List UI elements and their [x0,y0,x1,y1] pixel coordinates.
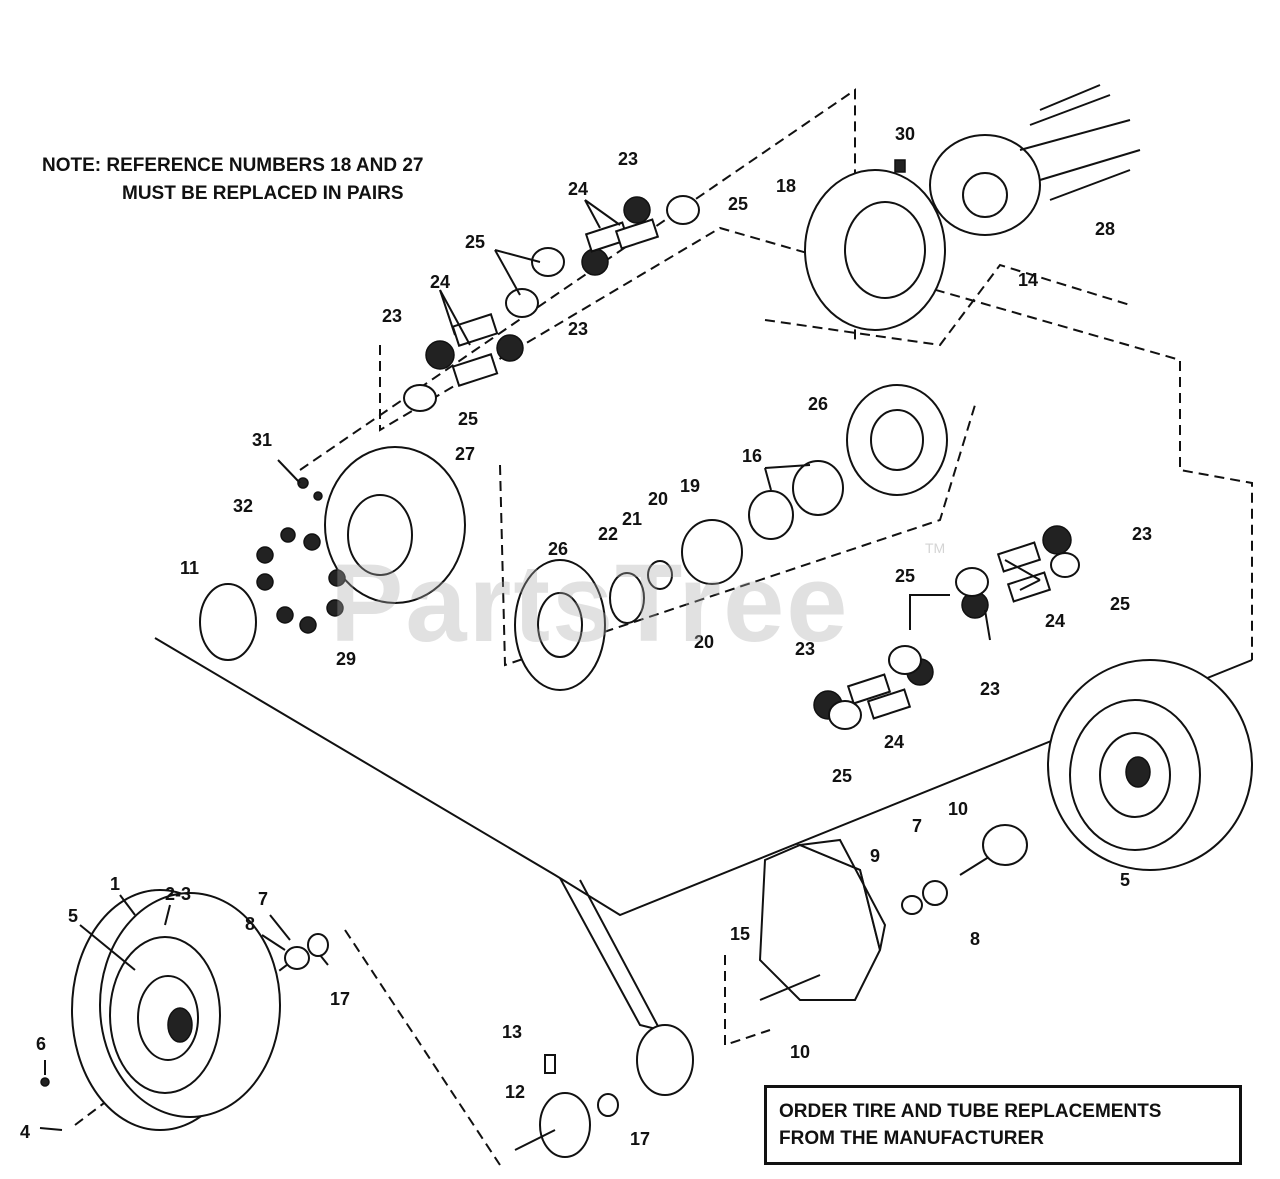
ref-25-e: 25 [1110,594,1130,614]
ref-24-c: 24 [1045,611,1065,631]
gear-19 [681,519,743,585]
ref-13: 13 [502,1022,522,1042]
ref-23-e: 23 [795,639,815,659]
assembly-dashed-box-4 [499,404,976,667]
fitting-13 [544,1054,556,1074]
flange-14 [929,134,1041,236]
ref-5-right: 5 [1120,870,1130,890]
ref-4: 4 [20,1122,30,1142]
spacer-8-right [922,880,948,906]
ref-25-b: 25 [465,232,485,252]
ref-1: 1 [110,874,120,894]
ref-23-d: 23 [1132,524,1152,544]
transmission-housing [758,838,887,1001]
washer-22 [609,572,645,624]
washer-16a [748,490,794,540]
ref-25-d: 25 [895,566,915,586]
ref-24-d: 24 [884,732,904,752]
ref-14: 14 [1018,270,1038,290]
replacement-note: NOTE: REFERENCE NUMBERS 18 AND 27 MUST B… [42,152,423,208]
washer-26-right [846,384,948,496]
ref-20-bottom: 20 [694,632,714,652]
wheel-right [1047,659,1253,871]
ref-10-right: 10 [948,799,968,819]
order-line-2: FROM THE MANUFACTURER [779,1128,1044,1149]
order-notice-box: ORDER TIRE AND TUBE REPLACEMENTS FROM TH… [764,1085,1242,1165]
note-line-2: MUST BE REPLACED IN PAIRS [122,183,404,204]
washer-26-left [514,559,606,691]
assembly-dashed-box [299,88,856,471]
ref-26-left: 26 [548,539,568,559]
spacer-17-center [597,1093,619,1117]
note-line-1: NOTE: REFERENCE NUMBERS 18 AND 27 [42,155,424,176]
ref-27: 27 [455,444,475,464]
ref-11: 11 [180,558,199,578]
dashed-15 [724,955,771,1047]
ref-5-left: 5 [68,906,78,926]
dashed-shaft [344,929,501,1166]
pin-4 [39,1127,63,1131]
bolts-28 [1019,84,1141,201]
ref-25-c: 25 [458,409,478,429]
nuts-29 [256,477,346,634]
ref-29: 29 [336,649,356,669]
pinion-gears-upper [403,195,700,412]
hub-plate-18 [804,169,946,331]
trademark-mark: TM [925,540,946,556]
assembly-dashed-box-3 [764,263,1131,347]
watermark: PartsTree [330,542,850,665]
ref-12: 12 [505,1082,525,1102]
ref-2-3: 2-3 [165,884,191,904]
ref-26-right: 26 [808,394,828,414]
washer-9 [901,895,923,915]
ref-9: 9 [870,846,880,866]
ref-18: 18 [776,176,796,196]
ref-15: 15 [730,924,750,944]
washer-16b [792,460,844,516]
ref-23-b: 23 [382,306,402,326]
ref-22: 22 [598,524,618,544]
pinion-gears-lower [813,525,1080,730]
ref-23-c: 23 [568,319,588,339]
ref-25-a: 25 [728,194,748,214]
ref-24-b: 24 [430,272,450,292]
ref-32: 32 [233,496,253,516]
spacer-17-left [307,933,329,957]
order-line-1: ORDER TIRE AND TUBE REPLACEMENTS [779,1101,1162,1122]
bolt-30 [894,159,906,173]
shaft-line [559,877,662,1032]
ref-6: 6 [36,1034,46,1054]
wheel-left [71,889,281,1131]
ref-24-a: 24 [568,179,588,199]
ref-31: 31 [252,430,272,450]
ref-23-a: 23 [618,149,638,169]
ref-8-left: 8 [245,914,255,934]
ref-7-right: 7 [912,816,922,836]
assembly-dashed-box-2 [379,226,1253,660]
ref-23-f: 23 [980,679,1000,699]
axle-hub-12 [514,1092,591,1158]
ref-8-right: 8 [970,929,980,949]
ref-20-top: 20 [648,489,668,509]
ref-17-center: 17 [630,1129,650,1149]
ref-16: 16 [742,446,762,466]
ref-25-f: 25 [832,766,852,786]
ref-7-left: 7 [258,889,268,909]
gear-plate-27 [324,446,466,604]
leader-lines [44,199,1041,1075]
ref-19: 19 [680,476,700,496]
ref-28: 28 [1095,219,1115,239]
washer-21 [647,560,673,590]
reference-labels: 1 2-3 4 5 5 6 7 7 8 8 9 10 10 11 12 13 1… [20,124,1152,1149]
axle-10-right [959,824,1028,876]
ref-30: 30 [895,124,915,144]
hub-center [636,1024,694,1096]
ref-10-bottom: 10 [790,1042,810,1062]
ref-21: 21 [622,509,642,529]
seal-11 [199,583,257,661]
bolt-6 [40,1077,50,1087]
ref-17-left: 17 [330,989,350,1009]
spacer-8-left [284,946,310,970]
